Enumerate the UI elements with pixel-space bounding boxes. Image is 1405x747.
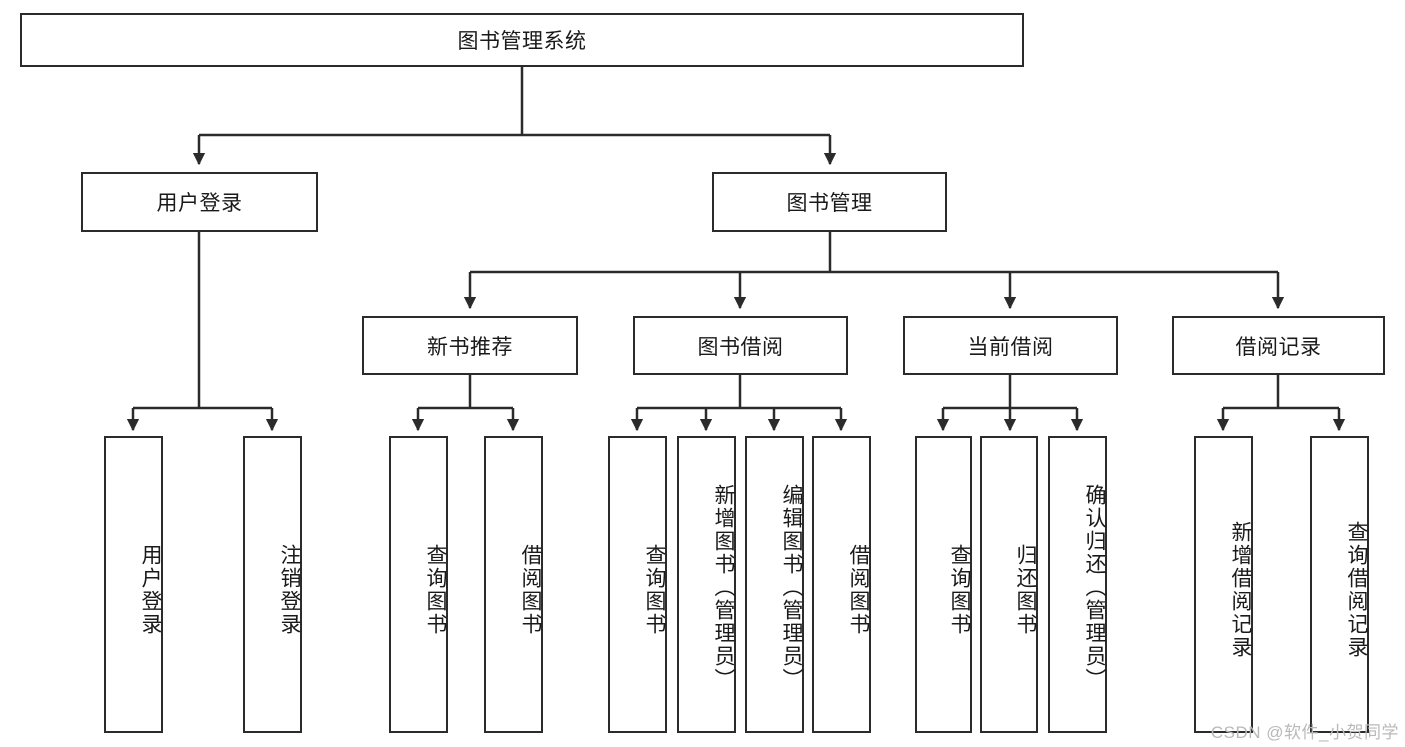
leaf-current-borrow-query[interactable]: 查询图书 [915, 436, 972, 733]
leaf-book-borrow-borrow[interactable]: 借阅图书 [812, 436, 871, 733]
node-user-login[interactable]: 用户登录 [81, 172, 318, 232]
leaf-book-borrow-add-admin[interactable]: 新增图书（管理员） [677, 436, 736, 733]
node-borrow-record[interactable]: 借阅记录 [1172, 316, 1385, 375]
leaf-borrow-record-query[interactable]: 查询借阅记录 [1310, 436, 1369, 733]
node-root-system[interactable]: 图书管理系统 [20, 13, 1024, 67]
leaf-borrow-record-add[interactable]: 新增借阅记录 [1194, 436, 1253, 733]
leaf-book-borrow-edit-admin[interactable]: 编辑图书（管理员） [745, 436, 804, 733]
leaf-current-borrow-confirm-admin[interactable]: 确认归还（管理员） [1048, 436, 1107, 733]
node-book-management[interactable]: 图书管理 [712, 172, 947, 232]
node-new-book-recommend[interactable]: 新书推荐 [362, 316, 578, 375]
leaf-new-book-query[interactable]: 查询图书 [389, 436, 448, 733]
node-book-borrow[interactable]: 图书借阅 [633, 316, 848, 375]
csdn-watermark: CSDN @软件_小贺同学 [1210, 723, 1399, 742]
leaf-current-borrow-return[interactable]: 归还图书 [980, 436, 1038, 733]
leaf-new-book-borrow[interactable]: 借阅图书 [484, 436, 543, 733]
node-current-borrow[interactable]: 当前借阅 [903, 316, 1118, 375]
leaf-book-borrow-query[interactable]: 查询图书 [608, 436, 667, 733]
leaf-user-login-logout[interactable]: 注销登录 [243, 436, 302, 733]
leaf-user-login-login[interactable]: 用户登录 [104, 436, 163, 733]
